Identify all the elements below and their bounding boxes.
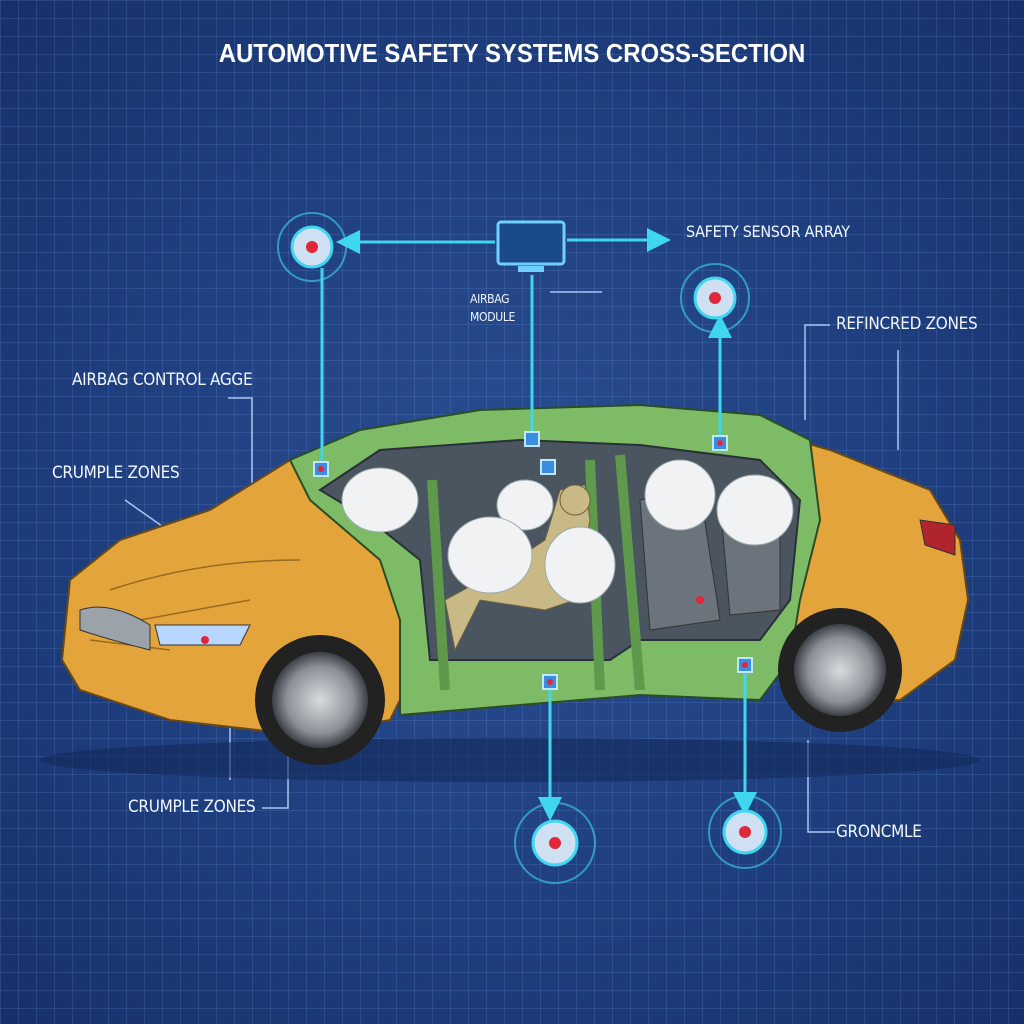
car — [40, 403, 980, 782]
label-ground: GRONCMLE — [836, 822, 922, 842]
diagram-title: AUTOMOTIVE SAFETY SYSTEMS CROSS-SECTION — [218, 38, 806, 68]
label-safety-sensor-array: SAFETY SENSOR ARRAY — [686, 222, 850, 241]
label-airbag-control: AIRBAG CONTROL AGGE — [72, 370, 253, 390]
label-crumple-zones-top: CRUMPLE ZONES — [52, 463, 180, 483]
label-crumple-zones-bottom: CRUMPLE ZONES — [128, 797, 256, 817]
label-airbag-module-2: MODULE — [470, 310, 516, 324]
label-reinforced-zones: REFINCRED ZONES — [836, 314, 978, 334]
airbags — [341, 459, 794, 604]
label-airbag-module-1: AIRBAG — [470, 292, 510, 306]
sensor-nodes — [201, 212, 782, 884]
signal-lines — [320, 228, 757, 821]
wheels — [255, 608, 902, 765]
control-module-icon — [496, 220, 566, 272]
